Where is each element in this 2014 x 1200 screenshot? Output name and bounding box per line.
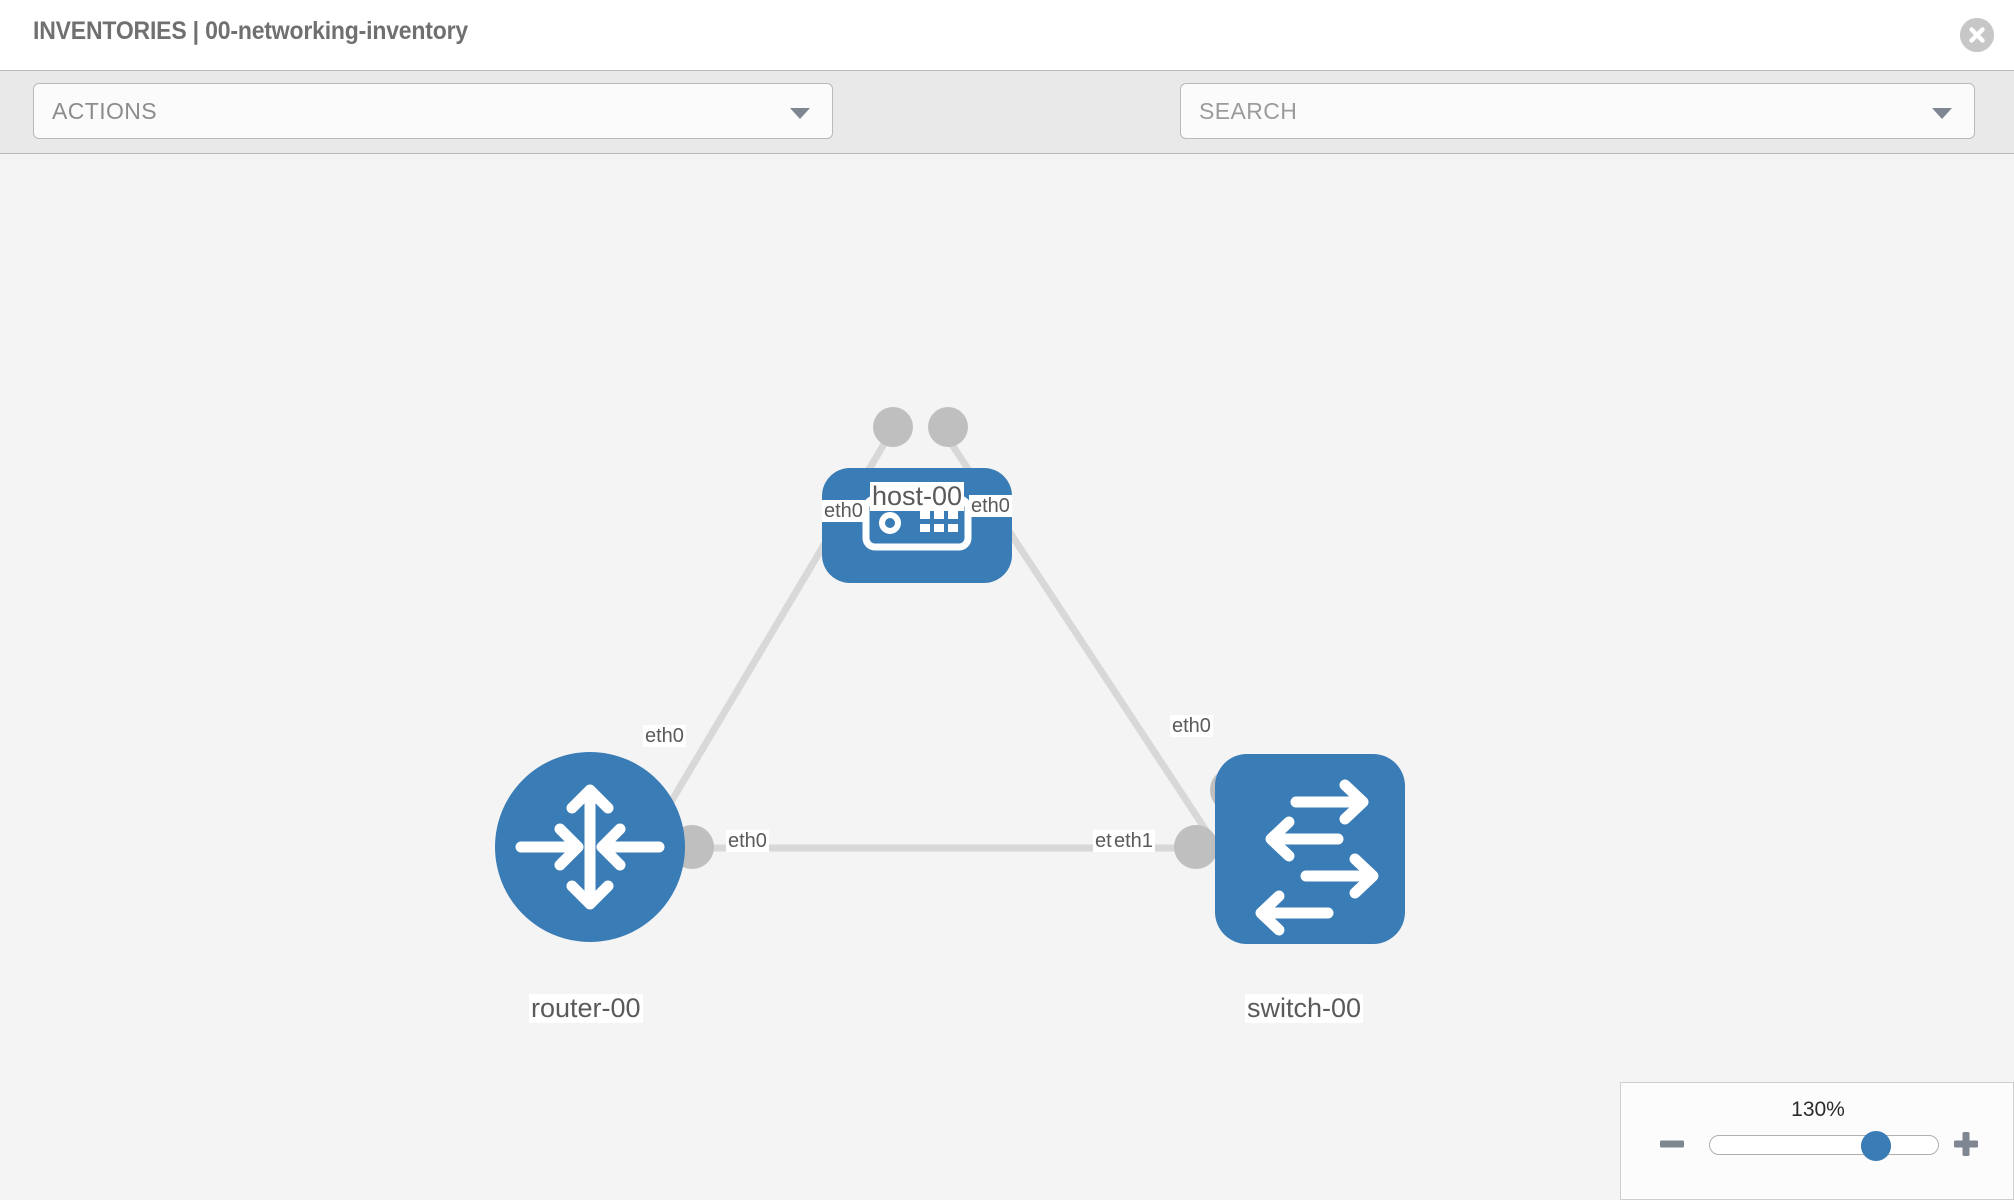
page-title: INVENTORIES | 00-networking-inventory xyxy=(33,17,469,45)
node-label-router-00: router-00 xyxy=(529,993,643,1023)
interface-label-switch00-eth1: eth1 xyxy=(1112,830,1155,852)
port-host00-eth0-left xyxy=(873,407,913,447)
search-input[interactable]: SEARCH xyxy=(1180,83,1975,139)
topology-ports xyxy=(670,407,1254,869)
plus-icon[interactable] xyxy=(1953,1131,1979,1157)
actions-dropdown-label: ACTIONS xyxy=(52,98,158,124)
chevron-down-icon[interactable] xyxy=(1932,108,1952,119)
node-label-switch-00: switch-00 xyxy=(1245,993,1364,1023)
close-icon[interactable] xyxy=(1960,18,1994,52)
node-label-host-00: host-00 xyxy=(870,481,965,511)
page-header: INVENTORIES | 00-networking-inventory xyxy=(0,0,2014,70)
toolbar: ACTIONS SEARCH xyxy=(0,70,2014,195)
router-arrows-icon xyxy=(515,784,665,910)
node-router-00 xyxy=(495,752,685,942)
minus-icon[interactable] xyxy=(1659,1131,1685,1157)
node-switch-00 xyxy=(1215,754,1405,944)
interface-label-router00-eth0-uplink: eth0 xyxy=(643,725,686,747)
interface-label-host00-eth0-left: eth0 xyxy=(822,500,865,522)
port-switch00-eth1 xyxy=(1174,825,1218,869)
interface-label-host00-eth0-right: eth0 xyxy=(969,495,1012,517)
topology-canvas[interactable]: eth0 eth0 host-00 eth0 eth0 eth0 eth0 et… xyxy=(0,154,2014,1200)
topology-graph xyxy=(495,407,1405,944)
zoom-control-panel: 130% xyxy=(1620,1082,2014,1200)
zoom-slider-track[interactable] xyxy=(1709,1135,1939,1155)
interface-label-switch00-eth0-uplink: eth0 xyxy=(1170,715,1213,737)
zoom-slider-handle[interactable] xyxy=(1861,1131,1891,1161)
switch-arrows-icon xyxy=(1255,779,1379,936)
actions-dropdown[interactable]: ACTIONS xyxy=(33,83,833,139)
search-placeholder: SEARCH xyxy=(1199,98,1298,124)
chevron-down-icon xyxy=(790,108,810,119)
interface-label-router00-eth0: eth0 xyxy=(726,830,769,852)
port-host00-eth0-right xyxy=(928,407,968,447)
zoom-percent-label: 130% xyxy=(1791,1098,1845,1121)
